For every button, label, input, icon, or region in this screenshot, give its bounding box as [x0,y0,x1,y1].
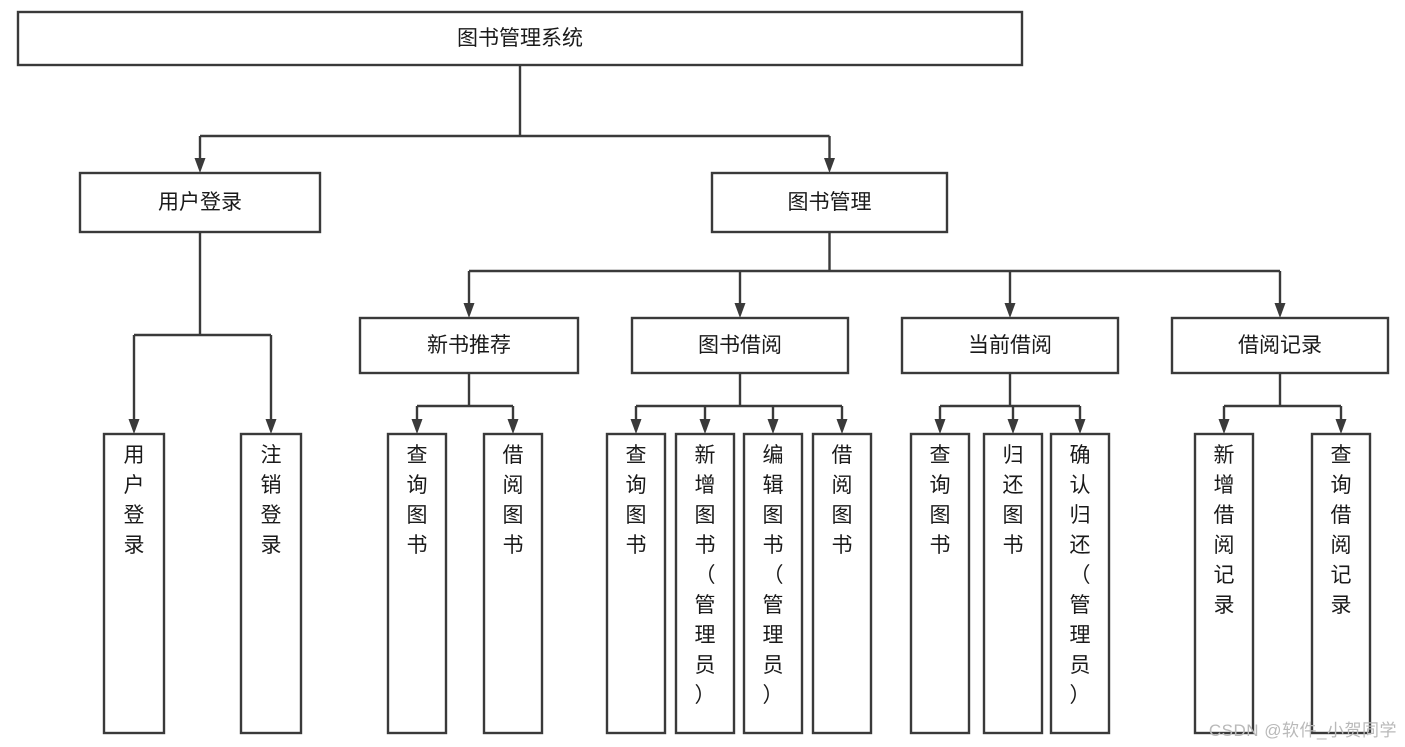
node-leaf-edit-book[interactable]: 编辑图书（管理员） [742,432,804,735]
nodes-layer: 图书管理系统用户登录图书管理新书推荐图书借阅当前借阅借阅记录用户登录注销登录查询… [16,10,1390,735]
node-label-leaf-return-book: 归还图书 [1003,444,1024,557]
node-leaf-query-record[interactable]: 查询借阅记录 [1310,432,1372,735]
node-box-leaf-edit-book[interactable] [742,432,804,735]
node-label-leaf-borrow-book-2: 借阅图书 [832,444,853,557]
connector-group-borrow-record [1218,373,1347,434]
node-box-user-login[interactable] [78,171,322,234]
node-box-leaf-query-book-3[interactable] [909,432,971,735]
node-leaf-user-login[interactable]: 用户登录 [102,432,166,735]
connector-group-current-borrow [934,373,1086,434]
node-label-user-login: 用户登录 [158,191,242,214]
node-leaf-add-record[interactable]: 新增借阅记录 [1193,432,1255,735]
node-leaf-borrow-book-1[interactable]: 借阅图书 [482,432,544,735]
connectors-layer [128,65,1347,434]
node-label-leaf-edit-book: 编辑图书（管理员） [763,444,784,707]
node-box-borrow-record[interactable] [1170,316,1390,375]
node-leaf-query-book-3[interactable]: 查询图书 [909,432,971,735]
node-new-book-recommend[interactable]: 新书推荐 [358,316,580,375]
node-label-leaf-query-record: 查询借阅记录 [1331,444,1352,617]
connector-group-user-login [128,232,277,434]
node-box-book-manage[interactable] [710,171,949,234]
node-label-leaf-confirm-return: 确认归还（管理员） [1070,444,1091,707]
node-box-leaf-user-login[interactable] [102,432,166,735]
node-label-leaf-add-book: 新增图书（管理员） [695,444,716,707]
node-box-leaf-add-book[interactable] [674,432,736,735]
connector-group-book-borrow [630,373,848,434]
node-box-leaf-borrow-book-1[interactable] [482,432,544,735]
node-label-leaf-add-record: 新增借阅记录 [1214,444,1235,617]
node-label-leaf-query-book-2: 查询图书 [626,444,647,557]
node-box-leaf-confirm-return[interactable] [1049,432,1111,735]
connector-group-root [194,65,835,173]
node-box-leaf-return-book[interactable] [982,432,1044,735]
node-user-login[interactable]: 用户登录 [78,171,322,234]
node-label-leaf-user-login: 用户登录 [124,444,145,557]
node-box-new-book-recommend[interactable] [358,316,580,375]
node-leaf-borrow-book-2[interactable]: 借阅图书 [811,432,873,735]
node-root[interactable]: 图书管理系统 [16,10,1024,67]
connector-group-book-manage [463,232,1286,318]
node-label-book-borrow: 图书借阅 [698,334,782,357]
node-label-root: 图书管理系统 [457,27,583,50]
node-box-leaf-query-book-2[interactable] [605,432,667,735]
node-box-leaf-add-record[interactable] [1193,432,1255,735]
node-label-leaf-logout: 注销登录 [261,444,282,557]
node-book-manage[interactable]: 图书管理 [710,171,949,234]
node-label-leaf-query-book-1: 查询图书 [407,444,428,557]
node-label-borrow-record: 借阅记录 [1238,334,1322,357]
node-leaf-confirm-return[interactable]: 确认归还（管理员） [1049,432,1111,735]
node-label-leaf-borrow-book-1: 借阅图书 [503,444,524,557]
node-leaf-logout[interactable]: 注销登录 [239,432,303,735]
node-leaf-query-book-1[interactable]: 查询图书 [386,432,448,735]
node-box-root[interactable] [16,10,1024,67]
node-box-leaf-logout[interactable] [239,432,303,735]
watermark-label: CSDN @软件_小贺同学 [1208,721,1397,740]
node-box-leaf-borrow-book-2[interactable] [811,432,873,735]
node-box-leaf-query-book-1[interactable] [386,432,448,735]
node-label-book-manage: 图书管理 [788,191,872,214]
node-leaf-return-book[interactable]: 归还图书 [982,432,1044,735]
node-label-leaf-query-book-3: 查询图书 [930,444,951,557]
node-leaf-add-book[interactable]: 新增图书（管理员） [674,432,736,735]
node-label-new-book-recommend: 新书推荐 [427,334,511,357]
node-box-current-borrow[interactable] [900,316,1120,375]
node-box-leaf-query-record[interactable] [1310,432,1372,735]
node-borrow-record[interactable]: 借阅记录 [1170,316,1390,375]
node-leaf-query-book-2[interactable]: 查询图书 [605,432,667,735]
node-box-book-borrow[interactable] [630,316,850,375]
node-current-borrow[interactable]: 当前借阅 [900,316,1120,375]
connector-group-new-book-recommend [411,373,519,434]
node-label-current-borrow: 当前借阅 [968,334,1052,357]
node-book-borrow[interactable]: 图书借阅 [630,316,850,375]
